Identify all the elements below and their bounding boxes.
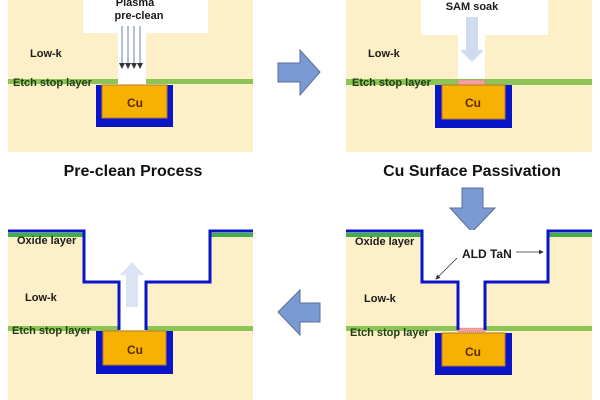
panel-cu-surface-passivation: SAM soak Low-k Etch stop layer Cu Cu Sur… bbox=[346, 0, 592, 180]
cu-label: Cu bbox=[465, 96, 481, 110]
down-arrow-icon bbox=[448, 187, 497, 233]
left-arrow-icon bbox=[277, 288, 321, 337]
plasma-arrows-icon bbox=[119, 26, 143, 69]
sam-layer bbox=[457, 79, 486, 86]
etch-stop-label: Etch stop layer bbox=[352, 77, 432, 89]
soak-arrow-icon bbox=[460, 17, 484, 62]
up-arrow-icon bbox=[120, 262, 144, 307]
etch-stop-label: Etch stop layer bbox=[12, 325, 92, 337]
panel-trench-etch: Oxide layer Low-k Etch stop layer Cu bbox=[8, 229, 253, 400]
lowk-label: Low-k bbox=[364, 293, 397, 305]
oxide-label: Oxide layer bbox=[17, 235, 77, 247]
panel-pre-clean: Plasma pre-clean Low-k Etch stop layer C… bbox=[8, 0, 253, 180]
lowk-label: Low-k bbox=[25, 292, 58, 304]
lowk-label: Low-k bbox=[368, 48, 401, 60]
oxide-label: Oxide layer bbox=[355, 236, 415, 248]
cu-label: Cu bbox=[127, 96, 143, 110]
panel-title: Cu Surface Passivation bbox=[383, 163, 561, 180]
panel-title: Pre-clean Process bbox=[64, 163, 203, 180]
etch-stop-layer bbox=[8, 79, 118, 84]
etch-stop-label: Etch stop layer bbox=[350, 327, 430, 339]
panel-ald-tan: Oxide layer ALD TaN Low-k Etch stop laye… bbox=[346, 229, 592, 400]
cu-label: Cu bbox=[465, 345, 481, 359]
process-label: Plasma bbox=[116, 0, 155, 9]
pointer-arrow-icon bbox=[435, 257, 458, 280]
cu-label: Cu bbox=[127, 343, 143, 357]
cu-fill bbox=[101, 84, 168, 119]
right-arrow-icon bbox=[277, 48, 321, 97]
lowk-label: Low-k bbox=[30, 48, 63, 60]
process-label: pre-clean bbox=[115, 10, 164, 22]
etch-stop-label: Etch stop layer bbox=[13, 77, 93, 89]
ald-tan-label: ALD TaN bbox=[462, 247, 512, 261]
process-label: SAM soak bbox=[446, 1, 499, 13]
